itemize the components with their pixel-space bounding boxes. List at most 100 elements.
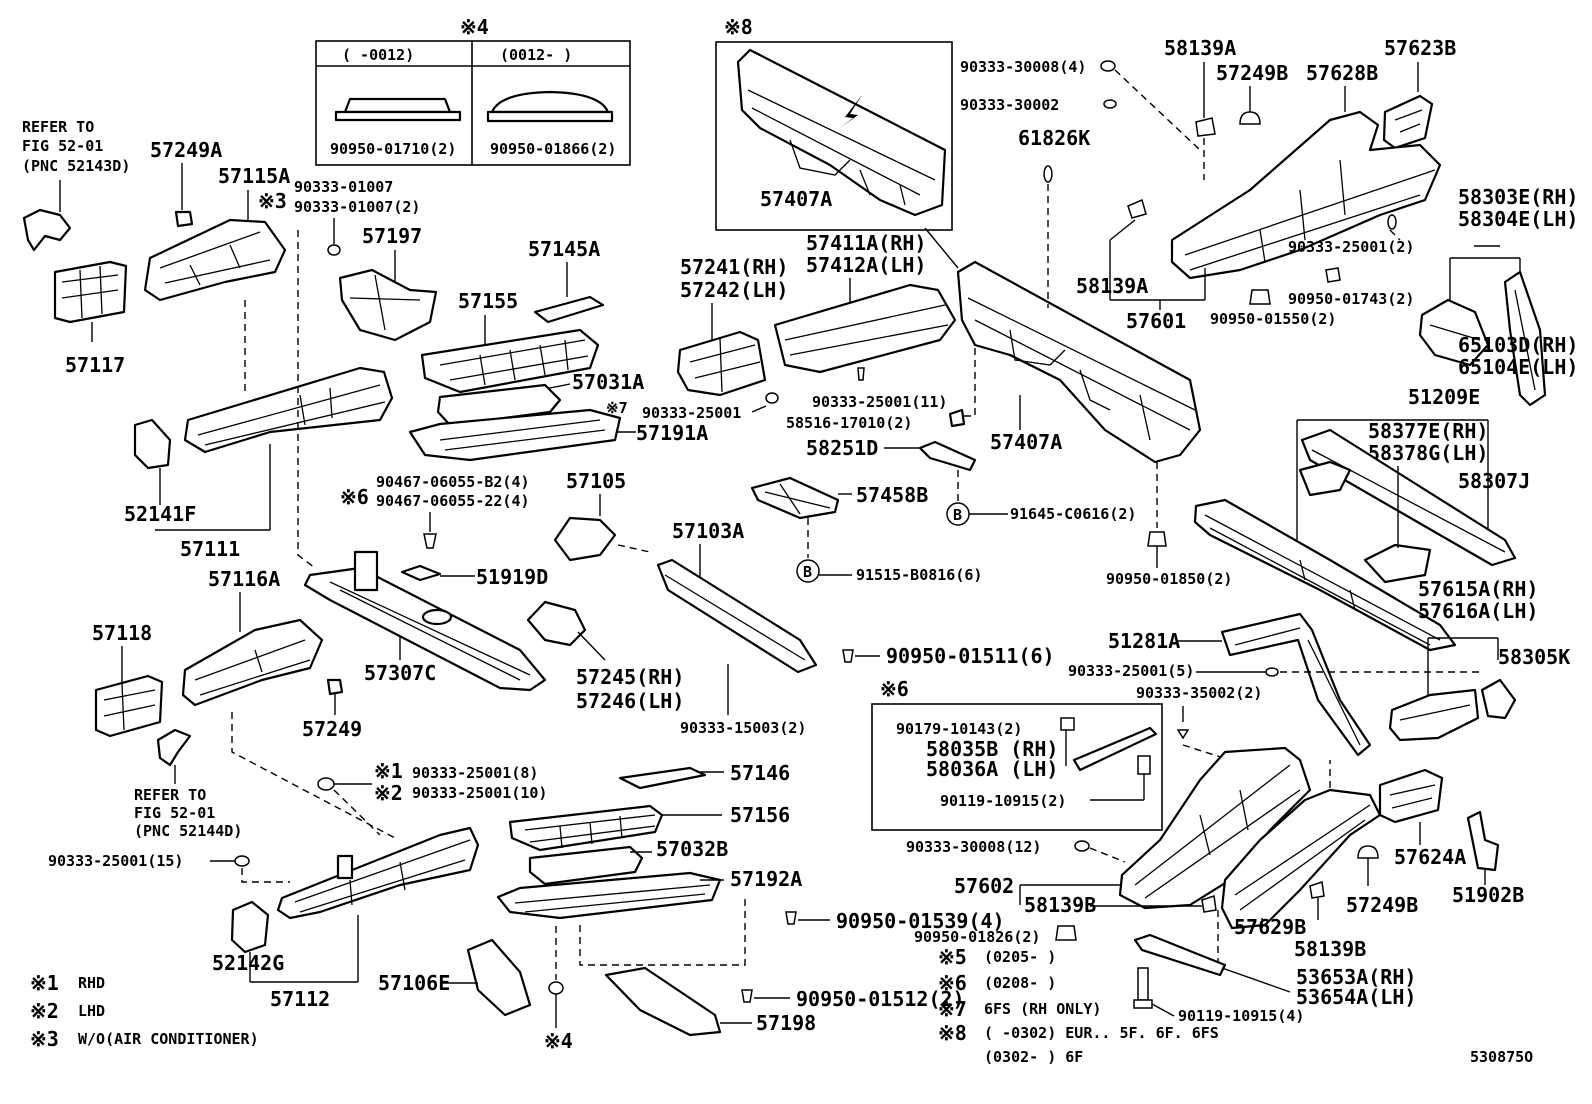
svg-text:※2: ※2 <box>30 999 59 1023</box>
bracket-52144d <box>156 728 192 767</box>
part-57117 <box>53 260 128 324</box>
circle-b-lower <box>796 559 820 583</box>
legend-left: ※1 RHD ※2 LHD ※3 W/O(AIR CONDITIONER) <box>30 971 259 1051</box>
svg-text:LHD: LHD <box>78 1002 105 1020</box>
cap-57249B-top <box>1239 111 1261 125</box>
label-57411A: 57411A(RH) <box>806 231 926 255</box>
label-57103A: 57103A <box>672 519 744 543</box>
label-90333-01007: 90333-01007 <box>294 178 393 196</box>
clip-58139A-top <box>1195 117 1216 137</box>
label-90333-30008-4: 90333-30008(4) <box>960 58 1086 76</box>
box-6-frame <box>871 703 1163 831</box>
part-57197 <box>338 268 438 342</box>
part-51902B <box>1466 810 1500 872</box>
dash-panel-variant <box>736 48 947 217</box>
label-53653A: 53653A(RH) <box>1296 965 1416 989</box>
label-51902B: 51902B <box>1452 883 1524 907</box>
label-57601: 57601 <box>1126 309 1186 333</box>
svg-text:RHD: RHD <box>78 974 105 992</box>
label-58139B-bot: 58139B <box>1294 937 1366 961</box>
label-51281A: 51281A <box>1108 629 1180 653</box>
label-57032B: 57032B <box>656 837 728 861</box>
label-57112: 57112 <box>270 987 330 1011</box>
svg-text:W/O(AIR CONDITIONER): W/O(AIR CONDITIONER) <box>78 1030 259 1048</box>
part-57615A <box>1388 688 1480 742</box>
label-57155: 57155 <box>458 289 518 313</box>
label-58304E: 58304E(LH) <box>1458 207 1578 231</box>
part-57118 <box>94 674 164 738</box>
box-6-line3: 58036A (LH) <box>926 757 1058 781</box>
label-58139B-mid: 58139B <box>1024 893 1096 917</box>
svg-text:6FS (RH ONLY): 6FS (RH ONLY) <box>984 1000 1101 1018</box>
box-4-grommets: ※4 ( -0012) (0012- ) 90950-01710(2) 9095… <box>315 15 631 166</box>
bolt-90119-10915-4-head <box>1133 999 1153 1009</box>
label-90333-25001-8: 90333-25001(8) <box>412 764 538 782</box>
part-58307J-bracket <box>1298 460 1352 497</box>
label-57242: 57242(LH) <box>680 278 788 302</box>
svg-text:(0208- ): (0208- ) <box>984 974 1056 992</box>
grommet-61826K <box>1043 165 1053 183</box>
label-57249A: 57249A <box>150 138 222 162</box>
box-8-frame <box>715 41 953 231</box>
svg-text:※7: ※7 <box>938 997 967 1021</box>
bracket-52143d <box>22 208 72 252</box>
part-57624A <box>1378 768 1444 824</box>
svg-text:※6: ※6 <box>938 971 967 995</box>
label-65104E: 65104E(LH) <box>1458 355 1578 379</box>
part-57623B <box>1382 94 1434 150</box>
label-90467-b2: 90467-06055-B2(4) <box>376 473 530 491</box>
part-57156 <box>508 804 664 852</box>
label-90333-30008-12: 90333-30008(12) <box>906 838 1041 856</box>
label-90467-22: 90467-06055-22(4) <box>376 492 530 510</box>
part-52142G <box>230 900 270 954</box>
box-6-line1: 90179-10143(2) <box>896 720 1022 738</box>
part-57112-stud <box>336 854 354 880</box>
label-57628B: 57628B <box>1306 61 1378 85</box>
plug-90333-30008-12 <box>1074 840 1090 852</box>
label-57111: 57111 <box>180 537 240 561</box>
part-53653A <box>1133 933 1227 977</box>
plug-90333-25001-15 <box>234 855 250 867</box>
box-8-part: 57407A <box>760 187 832 211</box>
label-58303E: 58303E(RH) <box>1458 185 1578 209</box>
label-90950-01511: 90950-01511(6) <box>886 644 1055 668</box>
part-57103A <box>656 558 818 674</box>
part-57407A-main <box>956 260 1202 464</box>
label-90333-15003: 90333-15003(2) <box>680 719 806 737</box>
svg-text:(PNC 52144D): (PNC 52144D) <box>134 822 242 840</box>
clip-57249 <box>326 678 344 696</box>
label-90950-01550: 90950-01550(2) <box>1210 310 1336 328</box>
grommet-90950-01550 <box>1249 289 1271 305</box>
box-6-line4: 90119-10915(2) <box>940 792 1066 810</box>
label-57197: 57197 <box>362 224 422 248</box>
label-58139A-mid: 58139A <box>1076 274 1148 298</box>
label-58305K: 58305K <box>1498 645 1570 669</box>
part-57307C-post <box>353 550 379 592</box>
label-58251D: 58251D <box>806 436 878 460</box>
label-65103D: 65103D(RH) <box>1458 333 1578 357</box>
part-51919D <box>400 564 442 582</box>
label-61826K: 61826K <box>1018 126 1090 150</box>
svg-text:※1: ※1 <box>30 971 59 995</box>
part-57307C-hole <box>421 608 453 626</box>
box-6-line2: 58035B (RH) <box>926 737 1058 761</box>
bolt-90950-01512 <box>741 989 753 1003</box>
box-6-brace: ※6 90179-10143(2) 58035B (RH) 58036A (LH… <box>871 677 1163 831</box>
label-57249: 57249 <box>302 717 362 741</box>
part-57116A <box>181 618 324 707</box>
plug-90333-25001-5 <box>1265 667 1279 677</box>
svg-text:( -0302) EUR.. 5F. 6F. 6F: ( -0302) EUR.. 5F. 6F. 6FS <box>984 1024 1219 1042</box>
svg-text:※8: ※8 <box>938 1021 967 1045</box>
mark-2: ※2 <box>374 781 403 805</box>
label-57249B-bot: 57249B <box>1346 893 1418 917</box>
label-90950-01826: 90950-01826(2) <box>914 928 1040 946</box>
label-90333-01007-2: 90333-01007(2) <box>294 198 420 216</box>
plug-90333-25001-8 <box>317 777 335 791</box>
grommet-flat-base <box>334 110 462 122</box>
part-57602 <box>1118 746 1312 910</box>
grommet-domed-base <box>486 110 614 123</box>
label-52141F: 52141F <box>124 502 196 526</box>
clip-58139A-mid <box>1127 198 1147 219</box>
label-57616A: 57616A(LH) <box>1418 599 1538 623</box>
circle-b-upper-label: B <box>953 506 962 524</box>
